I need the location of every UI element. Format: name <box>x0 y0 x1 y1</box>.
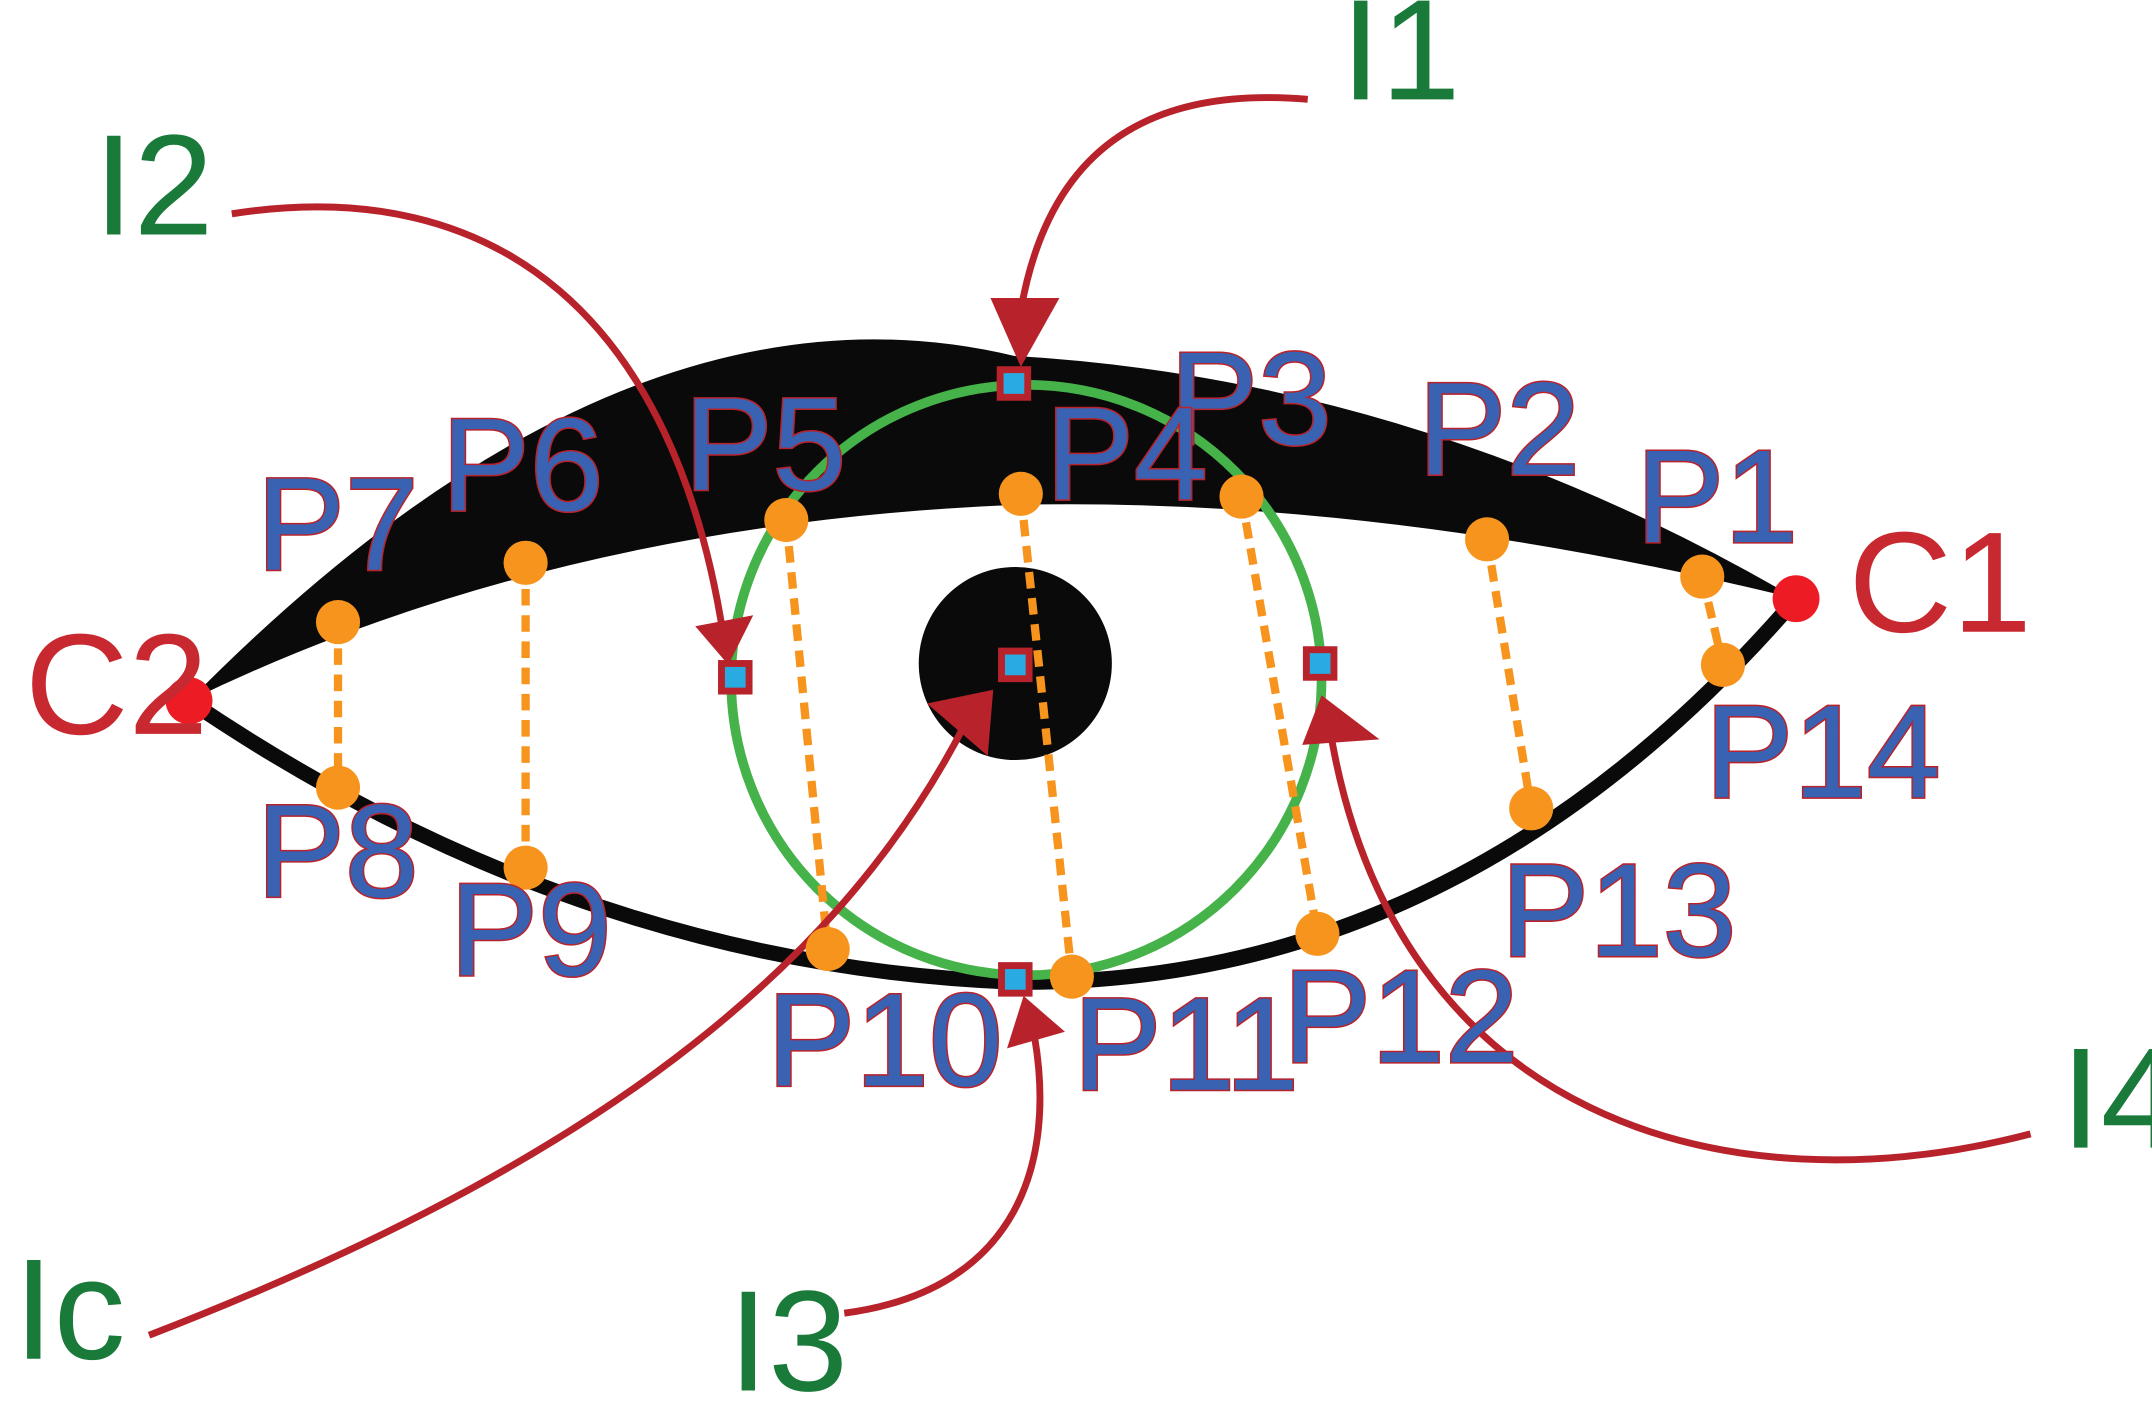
label-p12: P12 <box>1283 943 1519 1091</box>
label-p5: P5 <box>684 371 846 519</box>
label-i3: I3 <box>728 1261 848 1407</box>
iris-marker-i3 <box>998 962 1033 997</box>
label-ic: Ic <box>14 1230 126 1390</box>
upper-eyelid <box>189 339 1797 701</box>
landmark-labels: P1 P2 P3 P4 P5 P6 P7 P8 P9 P10 P11 P12 P… <box>255 324 1942 1121</box>
label-p6: P6 <box>441 391 603 539</box>
label-p7: P7 <box>257 451 419 599</box>
label-i1: I1 <box>1341 0 1461 130</box>
label-p8: P8 <box>257 778 419 926</box>
iris-markers <box>718 366 1338 997</box>
corner-c1 <box>1772 575 1820 623</box>
landmark-p1 <box>1680 554 1725 599</box>
arrow-i4 <box>1326 727 2032 1164</box>
label-c2: C2 <box>25 605 208 765</box>
label-i2: I2 <box>94 106 214 266</box>
landmark-p3 <box>1219 474 1264 519</box>
landmark-p6 <box>503 540 548 585</box>
connector-p4-p11 <box>1016 493 1076 978</box>
landmark-p4 <box>998 471 1043 516</box>
connector-p5-p10 <box>782 519 832 950</box>
landmark-p11 <box>1049 954 1094 999</box>
landmark-p14 <box>1700 642 1746 687</box>
arrow-i3 <box>843 1036 1044 1317</box>
iris-marker-i1 <box>996 366 1032 401</box>
arrow-i2 <box>231 203 728 642</box>
corner-c2 <box>165 677 213 725</box>
landmark-p2 <box>1464 517 1510 562</box>
arrowhead-i4 <box>1302 695 1380 745</box>
label-p4: P4 <box>1046 380 1208 528</box>
annotation-arrows <box>147 94 2032 1339</box>
arrowheads <box>695 297 1380 1049</box>
label-p1: P1 <box>1636 423 1798 571</box>
label-p10: P10 <box>767 967 1003 1115</box>
arrowhead-ic <box>927 689 994 756</box>
landmark-p12 <box>1295 911 1340 956</box>
landmark-p10 <box>805 926 850 972</box>
iris-marker-i4 <box>1302 646 1338 681</box>
landmark-p9 <box>503 845 548 890</box>
landmark-p8 <box>315 765 361 810</box>
arrow-ic <box>147 721 969 1339</box>
label-p14: P14 <box>1705 678 1941 826</box>
landmark-p5 <box>764 497 809 543</box>
label-p9: P9 <box>450 856 612 1004</box>
arrowhead-i3 <box>1007 995 1065 1049</box>
label-p11: P11 <box>1073 971 1299 1119</box>
arrowhead-i1 <box>990 297 1060 367</box>
label-p13: P13 <box>1501 837 1737 985</box>
connector-p2-p13 <box>1482 538 1536 810</box>
label-p3: P3 <box>1170 325 1332 473</box>
landmark-p13 <box>1509 786 1554 831</box>
label-p2: P2 <box>1418 356 1580 504</box>
iris-marker-ic <box>998 647 1033 683</box>
label-c1: C1 <box>1848 503 2031 663</box>
eyelid-landmarks <box>315 471 1746 999</box>
label-i4: I4 <box>2061 1019 2152 1179</box>
connector-p3-p12 <box>1237 495 1322 935</box>
arrowhead-i2 <box>695 615 754 665</box>
landmark-p7 <box>315 600 361 645</box>
arrow-i1 <box>1017 94 1309 311</box>
iris-marker-i2 <box>718 660 753 695</box>
